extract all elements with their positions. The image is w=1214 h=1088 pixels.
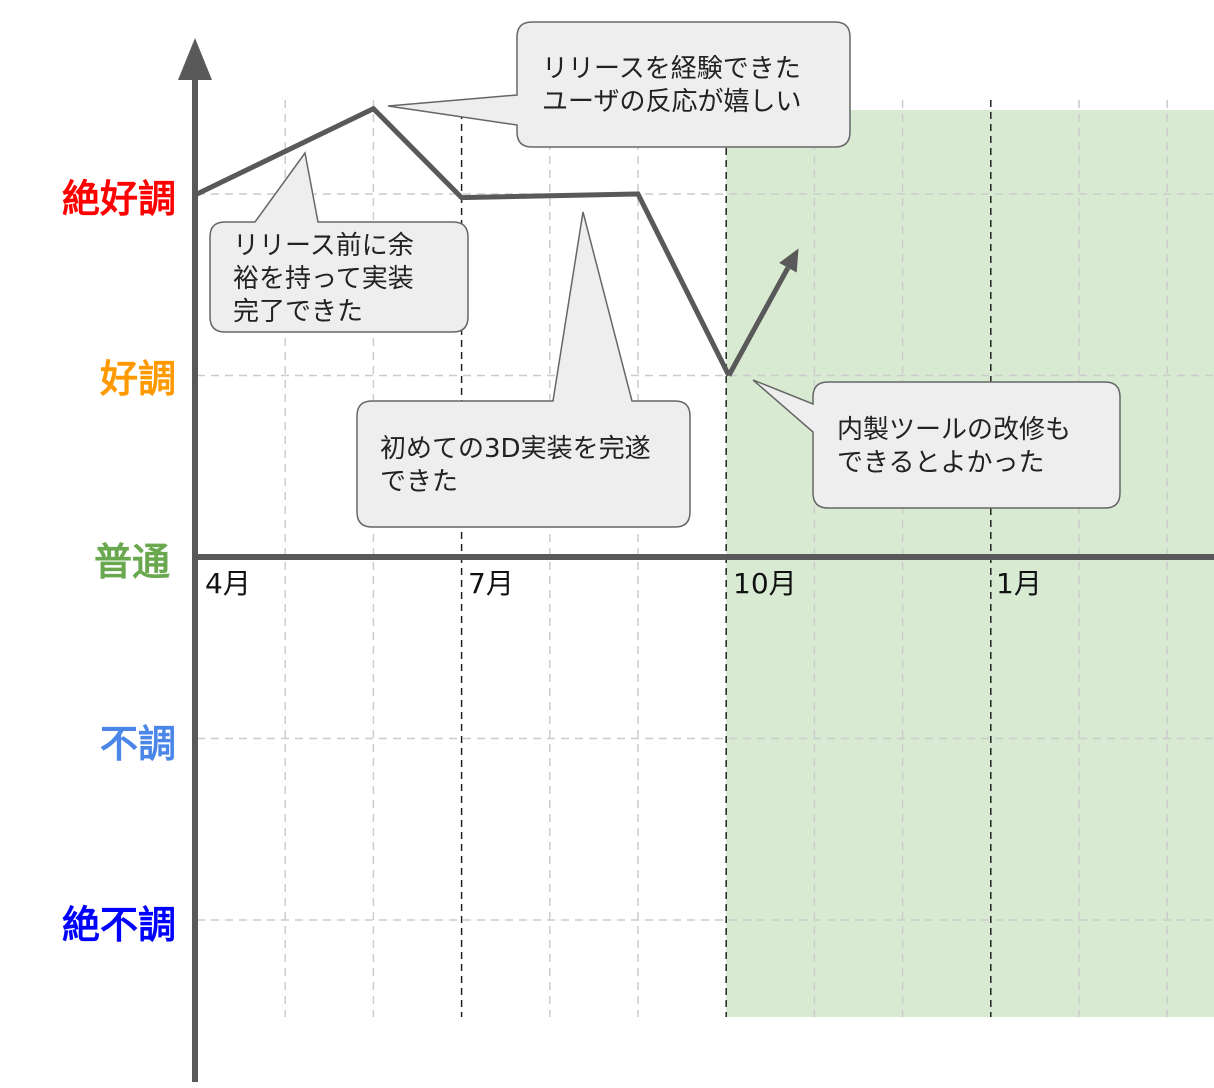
callout-text: できるとよかった — [837, 448, 1044, 478]
highlight-rect — [726, 110, 1214, 1017]
y-axis-arrow-icon — [178, 38, 212, 80]
callout-text: ユーザの反応が嬉しい — [542, 87, 801, 117]
month-label: 7月 — [468, 567, 514, 600]
callout-early-implementation: リリース前に余 裕を持って実装 完了できた — [209, 151, 469, 333]
axes — [178, 38, 1214, 1082]
trend-arrow-head-icon — [779, 248, 799, 273]
callout-internal-tool: 内製ツールの改修も できるとよかった — [752, 379, 1121, 509]
callout-text: 初めての3D実装を完遂 — [380, 434, 651, 464]
highlight-region — [726, 110, 1214, 1017]
level-label: 絶不調 — [62, 903, 176, 947]
trend-arrow-line — [726, 266, 791, 377]
level-label: 普通 — [94, 540, 170, 584]
callout-text: 内製ツールの改修も — [837, 415, 1071, 445]
level-label: 絶好調 — [62, 177, 176, 221]
month-label: 10月 — [733, 567, 797, 600]
level-label: 好調 — [99, 357, 176, 401]
month-label: 4月 — [205, 567, 251, 600]
callout-text: リリース前に余 — [233, 231, 414, 261]
callout-text: できた — [380, 467, 458, 497]
level-labels: 絶好調 好調 普通 不調 絶不調 — [62, 177, 176, 947]
month-labels: 4月 7月 10月 1月 — [205, 567, 1042, 600]
callout-text: 完了できた — [233, 297, 363, 327]
series — [195, 105, 799, 377]
callout-text: リリースを経験できた — [542, 54, 801, 84]
callout-3d-implementation: 初めての3D実装を完遂 できた — [356, 211, 691, 528]
level-label: 不調 — [100, 722, 176, 766]
month-label: 1月 — [996, 567, 1042, 600]
callout-release-experience: リリースを経験できた ユーザの反応が嬉しい — [387, 21, 851, 148]
callout-text: 裕を持って実装 — [233, 264, 414, 294]
